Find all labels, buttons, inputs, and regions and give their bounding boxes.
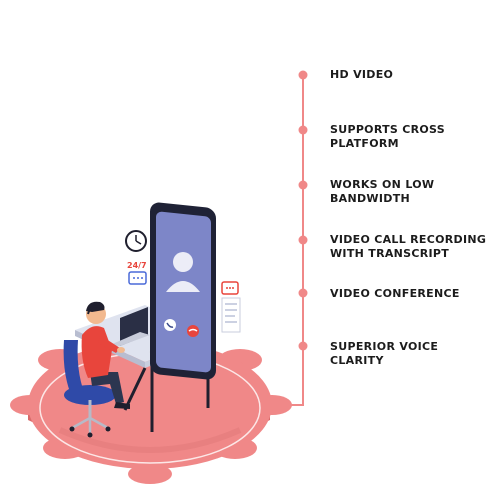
clock-icon <box>125 230 147 252</box>
timeline-dot <box>298 235 308 245</box>
office-chair <box>63 340 116 438</box>
chat-bubble-icon <box>128 271 147 285</box>
feature-cross-platform: SUPPORTS CROSS PLATFORM <box>330 123 446 150</box>
laptop <box>110 307 150 346</box>
phone-hangup-icon[interactable] <box>187 325 199 337</box>
timeline-dot <box>298 341 308 351</box>
document-icon <box>221 297 241 333</box>
feature-voice-clarity: SUPERIOR VOICE CLARITY <box>330 340 439 367</box>
feature-hd-video: HD VIDEO <box>330 68 394 81</box>
feature-call-recording: VIDEO CALL RECORDING WITH TRANSCRIPT <box>330 233 487 260</box>
caller-avatar-icon <box>166 252 200 292</box>
feature-low-bandwidth: WORKS ON LOW BANDWIDTH <box>330 178 435 205</box>
timeline-dot <box>298 70 308 80</box>
message-bubble-icon <box>221 281 239 295</box>
badge-24-7: 24/7 <box>127 261 147 270</box>
person-at-desk <box>81 301 130 409</box>
feature-video-conference: VIDEO CONFERENCE <box>330 287 460 300</box>
phone-answer-icon[interactable] <box>164 319 176 331</box>
smartphone <box>150 202 216 380</box>
timeline-dot <box>298 125 308 135</box>
timeline-dot <box>298 180 308 190</box>
timeline-dots <box>298 70 308 351</box>
timeline-dot <box>298 288 308 298</box>
